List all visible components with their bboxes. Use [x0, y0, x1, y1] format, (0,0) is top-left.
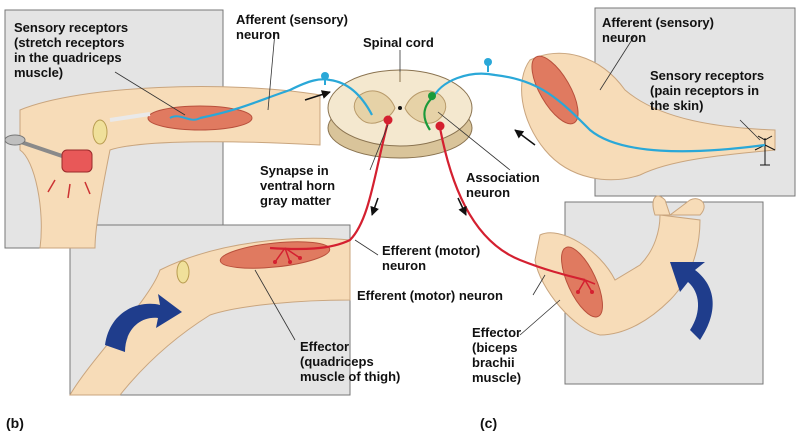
pain-receptor-icon [754, 135, 776, 166]
afferent-neuron-left [199, 78, 373, 120]
label-efferent-neuron-right: Efferent (motor) neuron [357, 288, 503, 303]
label-synapse: Synapse in ventral horn gray matter [260, 163, 336, 208]
panel-tag-c: (c) [480, 415, 498, 431]
curved-arrow-icon [670, 262, 713, 340]
label-spinal-cord: Spinal cord [363, 35, 434, 50]
association-neuron [423, 97, 433, 131]
biceps-muscle-bottom [561, 246, 603, 318]
label-effector-biceps: Effector (biceps brachii muscle) [472, 325, 522, 385]
afferent-neuron-right [430, 72, 766, 153]
curved-arrow-icon [105, 294, 182, 352]
label-sensory-receptors-pain: Sensory receptors (pain receptors in the… [650, 68, 765, 113]
arm-top [521, 52, 776, 181]
efferent-neuron-right [438, 127, 586, 282]
reflex-hammer-icon [4, 134, 93, 199]
label-efferent-neuron-left: Efferent (motor) neuron [382, 243, 481, 273]
label-effector-quadriceps: Effector (quadriceps muscle of thigh) [300, 339, 401, 384]
label-sensory-receptors-stretch: Sensory receptors (stretch receptors in … [14, 20, 129, 80]
arm-bottom [534, 195, 705, 336]
panel-tag-b: (b) [6, 415, 24, 431]
direction-arrow [304, 90, 331, 101]
label-afferent-neuron-right: Afferent (sensory) neuron [602, 15, 714, 45]
direction-arrow [514, 129, 536, 146]
label-afferent-neuron-left: Afferent (sensory) neuron [236, 12, 348, 42]
leader-lines [114, 31, 761, 341]
direction-arrow [457, 197, 467, 216]
spinal-cord-cross-section [327, 69, 473, 159]
label-association-neuron: Association neuron [466, 170, 540, 200]
efferent-neuron-left [269, 121, 390, 251]
direction-arrow [370, 197, 379, 216]
